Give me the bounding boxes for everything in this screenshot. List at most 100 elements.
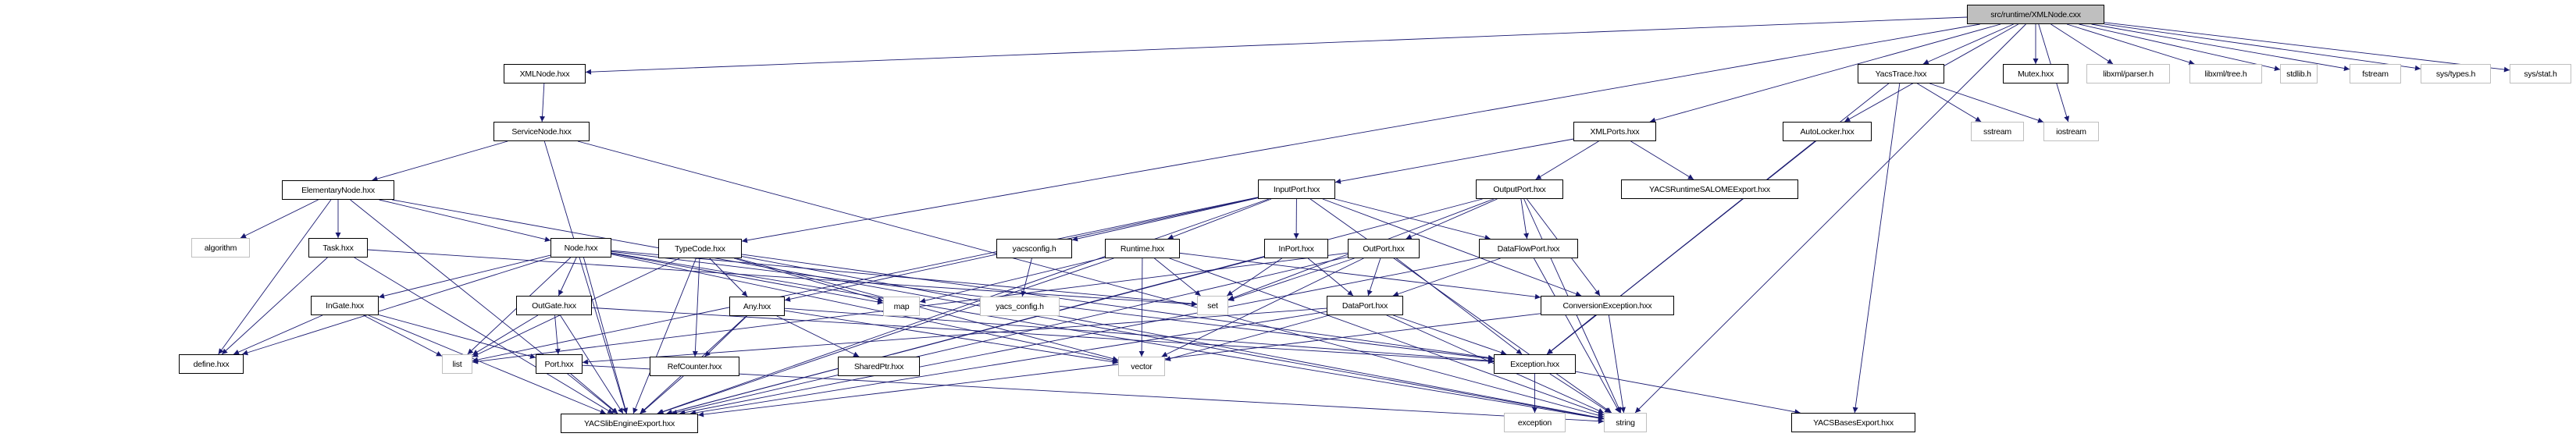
- edge-runtime-hxx-to-map: [919, 257, 1106, 304]
- node-set[interactable]: set: [1197, 296, 1228, 315]
- node-iostream[interactable]: iostream: [2043, 122, 2099, 141]
- edge-inputport-hxx-to-runtime-hxx: [1167, 198, 1272, 240]
- node-sys-stat-h[interactable]: sys/stat.h: [2510, 64, 2571, 83]
- node-stdlib-h[interactable]: stdlib.h: [2280, 64, 2318, 83]
- node-sys-types-h[interactable]: sys/types.h: [2421, 64, 2491, 83]
- node-sharedptr-hxx[interactable]: SharedPtr.hxx: [838, 357, 920, 376]
- node-any-hxx[interactable]: Any.hxx: [729, 297, 785, 316]
- edge-servicenode-hxx-to-yacslibengineexport-hxx: [543, 140, 628, 414]
- node-port-hxx[interactable]: Port.hxx: [536, 354, 583, 374]
- node-outputport-hxx[interactable]: OutputPort.hxx: [1476, 179, 1563, 199]
- edge-inport-hxx-to-yacslibengineexport-hxx: [666, 256, 1265, 415]
- edge-ingate-hxx-to-port-hxx: [378, 314, 536, 359]
- edge-outport-hxx-to-set: [1227, 258, 1355, 301]
- node-yacsruntimesalomeexport-hxx[interactable]: YACSRuntimeSALOMEExport.hxx: [1621, 179, 1798, 199]
- edge-yacstrace-hxx-to-yacsbasesexport-hxx: [1852, 83, 1901, 414]
- node-autolocker-hxx[interactable]: AutoLocker.hxx: [1783, 122, 1872, 141]
- edge-xmlnode-cxx-to-string: [1634, 23, 2026, 414]
- edge-dataflowport-hxx-to-yacslibengineexport-hxx: [679, 258, 1480, 416]
- edge-task-hxx-to-yacslibengineexport-hxx: [354, 257, 614, 414]
- edge-task-hxx-to-define-hxx: [221, 257, 328, 355]
- edge-inputport-hxx-to-conversionexception-hxx: [1322, 198, 1582, 297]
- edge-node-hxx-to-string: [611, 252, 1605, 421]
- edge-task-hxx-to-set: [367, 249, 1198, 307]
- node-map[interactable]: map: [883, 297, 920, 316]
- edge-inputport-hxx-to-string: [1309, 198, 1612, 414]
- edge-xmlports-hxx-to-yacsruntimesalomeexport-hxx: [1630, 140, 1694, 180]
- node-list[interactable]: list: [442, 354, 472, 374]
- node-libxml-parser-h[interactable]: libxml/parser.h: [2086, 64, 2170, 83]
- node-yacsbasesexport-hxx[interactable]: YACSBasesExport.hxx: [1791, 413, 1915, 432]
- edge-dataflowport-hxx-to-dataport-hxx: [1392, 258, 1501, 297]
- node-fstream[interactable]: fstream: [2350, 64, 2401, 83]
- node-yacslibengineexport-hxx[interactable]: YACSlibEngineExport.hxx: [561, 414, 698, 433]
- node-vector[interactable]: vector: [1118, 357, 1165, 376]
- edge-xmlnode-cxx-to-xmlnode-hxx: [585, 16, 1968, 75]
- edge-ingate-hxx-to-yacslibengineexport-hxx: [368, 314, 606, 414]
- node-outport-hxx[interactable]: OutPort.hxx: [1348, 239, 1420, 258]
- edge-exception-hxx-to-string: [1549, 373, 1611, 414]
- edge-runtime-hxx-to-set: [1154, 258, 1201, 297]
- node-inport-hxx[interactable]: InPort.hxx: [1264, 239, 1328, 258]
- edge-runtime-hxx-to-conversionexception-hxx: [1179, 252, 1541, 300]
- node-xmlports-hxx[interactable]: XMLPorts.hxx: [1573, 122, 1656, 141]
- node-string[interactable]: string: [1604, 413, 1647, 432]
- edge-outputport-hxx-to-outport-hxx: [1406, 198, 1498, 240]
- edge-outputport-hxx-to-dataflowport-hxx: [1520, 198, 1530, 240]
- edge-node-hxx-to-outgate-hxx: [558, 257, 577, 297]
- edge-dataport-hxx-to-exception-hxx: [1393, 314, 1507, 356]
- edge-outport-hxx-to-dataport-hxx: [1366, 258, 1381, 297]
- edge-yacstrace-hxx-to-iostream: [1929, 83, 2044, 123]
- edge-any-hxx-to-exception-hxx: [784, 307, 1495, 364]
- node-yacs-config-h[interactable]: yacs_config.h: [980, 297, 1060, 316]
- edge-inputport-hxx-to-list: [472, 197, 1259, 363]
- edge-servicenode-hxx-to-elementarynode-hxx: [372, 140, 508, 182]
- edge-runtime-hxx-to-string: [1169, 258, 1605, 416]
- edge-any-hxx-to-refcounter-hxx: [704, 315, 747, 357]
- node-exception[interactable]: exception: [1504, 413, 1566, 432]
- edge-any-hxx-to-sharedptr-hxx: [776, 315, 860, 357]
- node-outgate-hxx[interactable]: OutGate.hxx: [516, 296, 592, 315]
- node-mutex-hxx[interactable]: Mutex.hxx: [2003, 64, 2068, 83]
- edge-dataflowport-hxx-to-string: [1534, 258, 1620, 414]
- edge-elementarynode-hxx-to-define-hxx: [218, 199, 332, 355]
- node-libxml-tree-h[interactable]: libxml/tree.h: [2189, 64, 2262, 83]
- node-xmlnode-hxx[interactable]: XMLNode.hxx: [504, 64, 586, 83]
- node-algorithm[interactable]: algorithm: [191, 238, 250, 258]
- node-yacstrace-hxx[interactable]: YacsTrace.hxx: [1858, 64, 1944, 83]
- edge-typecode-hxx-to-map: [733, 258, 884, 303]
- node-exception-hxx[interactable]: Exception.hxx: [1494, 354, 1576, 374]
- edge-xmlnode-cxx-to-typecode-hxx: [741, 23, 1980, 243]
- edge-dataport-hxx-to-port-hxx: [582, 307, 1327, 365]
- edge-xmlnode-cxx-to-libxml-parser-h: [2050, 23, 2114, 65]
- node-ingate-hxx[interactable]: InGate.hxx: [311, 296, 379, 315]
- edge-typecode-hxx-to-vector: [736, 258, 1119, 362]
- node-runtime-hxx[interactable]: Runtime.hxx: [1105, 239, 1180, 258]
- node-refcounter-hxx[interactable]: RefCounter.hxx: [650, 357, 739, 376]
- edge-ingate-hxx-to-define-hxx: [233, 314, 323, 355]
- node-root-xmlnode-cxx[interactable]: src/runtime/XMLNode.cxx: [1967, 5, 2104, 24]
- node-dataflowport-hxx[interactable]: DataFlowPort.hxx: [1479, 239, 1578, 258]
- edge-outgate-hxx-to-exception-hxx: [591, 307, 1495, 364]
- node-sstream[interactable]: sstream: [1971, 122, 2024, 141]
- edge-xmlnode-cxx-to-sys-stat-h: [2104, 22, 2510, 73]
- node-define-hxx[interactable]: define.hxx: [179, 354, 244, 374]
- edge-inputport-hxx-to-yacsconfig-h: [1071, 197, 1259, 242]
- node-elementarynode-hxx[interactable]: ElementaryNode.hxx: [282, 180, 394, 200]
- edge-outgate-hxx-to-port-hxx: [554, 314, 561, 355]
- node-conversionexception-hxx[interactable]: ConversionException.hxx: [1541, 296, 1674, 315]
- edge-dataport-hxx-to-yacslibengineexport-hxx: [689, 311, 1327, 416]
- edge-inputport-hxx-to-dataflowport-hxx: [1334, 198, 1491, 240]
- edge-conversionexception-hxx-to-string: [1608, 314, 1626, 414]
- node-servicenode-hxx[interactable]: ServiceNode.hxx: [493, 122, 590, 141]
- edge-xmlnode-cxx-to-yacstrace-hxx: [1922, 23, 2014, 65]
- node-task-hxx[interactable]: Task.hxx: [308, 238, 368, 258]
- edge-elementarynode-hxx-to-algorithm: [240, 199, 319, 239]
- node-yacsconfig-h[interactable]: yacsconfig.h: [996, 239, 1072, 258]
- node-dataport-hxx[interactable]: DataPort.hxx: [1327, 296, 1403, 315]
- node-node-hxx[interactable]: Node.hxx: [550, 238, 611, 258]
- node-inputport-hxx[interactable]: InputPort.hxx: [1258, 179, 1335, 199]
- edge-xmlnode-cxx-to-fstream: [2091, 23, 2350, 71]
- node-typecode-hxx[interactable]: TypeCode.hxx: [658, 239, 742, 258]
